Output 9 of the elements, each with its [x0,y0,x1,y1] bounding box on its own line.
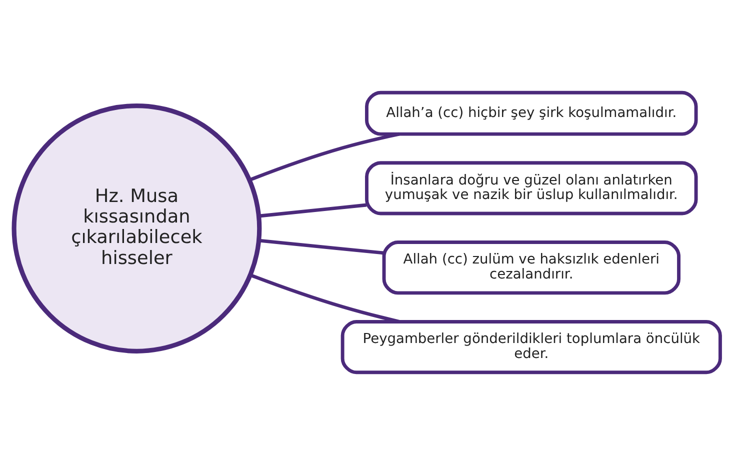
connector [250,272,400,323]
node-box: Allah (cc) zulüm ve haksızlık edenleri cezalandırır. [382,240,680,294]
node-box: İnsanlara doğru ve güzel olanı anlatırken yumuşak ve nazik bir üslup kullanılmalıdır. [365,160,698,215]
node-box: Peygamberler gönderildikleri toplumlara öncülük eder. [340,320,722,374]
node-box: Allah’a (cc) hiçbir şey şirk koşulmamalıdır. [365,90,698,136]
connector [259,202,367,218]
connector [250,132,400,181]
connector [259,238,384,254]
node-circle: Hz. Musa kıssasından çıkarılabilecek hisseler [12,102,262,353]
